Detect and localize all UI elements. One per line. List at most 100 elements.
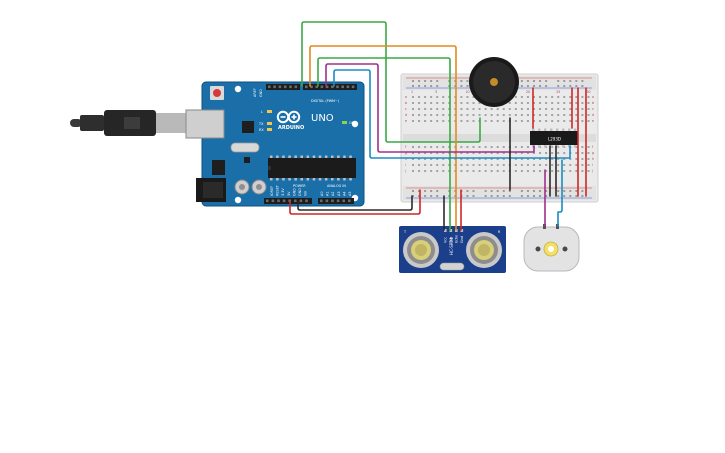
- power-pin-label: GND: [292, 188, 296, 196]
- header-hole: [341, 85, 344, 89]
- breadboard-hole: [424, 146, 427, 148]
- breadboard-hole: [520, 120, 523, 122]
- breadboard-row-letters: aabbccddeeffgghhiijj151015202530: [404, 90, 594, 173]
- breadboard-hole: [442, 152, 445, 154]
- breadboard-hole: [581, 96, 584, 98]
- column-number: 25: [556, 90, 560, 94]
- header-hole: [294, 85, 298, 89]
- ic-pin: [568, 128, 571, 131]
- breadboard-hole: [472, 120, 475, 122]
- breadboard-hole: [581, 114, 584, 116]
- rail-hole: [575, 80, 578, 82]
- chip-pins: [270, 155, 352, 181]
- rail-hole: [526, 195, 529, 197]
- header-hole: [342, 199, 345, 203]
- rail-hole: [460, 85, 463, 87]
- on-label: ON: [349, 121, 355, 125]
- breadboard-hole: [478, 146, 481, 148]
- breadboard-hole: [514, 164, 517, 166]
- breadboard-hole: [478, 170, 481, 172]
- rail-hole: [430, 85, 433, 87]
- rail-hole: [412, 190, 414, 192]
- chip-pin: [288, 178, 291, 181]
- breadboard-hole: [575, 158, 578, 160]
- rail-hole: [418, 195, 421, 197]
- rail-hole: [526, 190, 529, 192]
- breadboard-hole: [545, 164, 548, 166]
- breadboard-hole: [442, 120, 445, 122]
- breadboard-hole: [484, 170, 487, 172]
- header-hole: [278, 85, 282, 89]
- row-letter: a: [405, 95, 407, 99]
- breadboard-hole: [569, 170, 572, 172]
- row-letter: e: [592, 119, 594, 123]
- breadboard-hole: [442, 158, 445, 160]
- sensor-pin: [460, 229, 464, 232]
- breadboard-hole: [466, 114, 469, 116]
- breadboard-hole: [539, 96, 542, 98]
- breadboard-hole: [526, 164, 529, 166]
- chip-pin: [276, 155, 279, 158]
- breadboard-hole: [502, 170, 505, 172]
- breadboard-hole: [533, 170, 535, 172]
- breadboard-hole: [496, 146, 499, 148]
- rx-led: [267, 128, 272, 131]
- breadboard-hole: [514, 158, 517, 160]
- rail-hole: [466, 80, 469, 82]
- breadboard-hole: [526, 146, 529, 148]
- breadboard-hole: [545, 108, 548, 110]
- breadboard-hole: [526, 102, 529, 104]
- breadboard-hole: [442, 102, 445, 104]
- ic-pin: [550, 145, 553, 148]
- ic-pin: [574, 128, 577, 131]
- chip-pin: [312, 155, 316, 158]
- breadboard-hole: [563, 158, 566, 160]
- crystal: [230, 142, 260, 153]
- model-label: UNO: [311, 113, 334, 124]
- sensor-pin-label: Echo: [455, 235, 459, 243]
- brand-label: ARDUINO: [278, 125, 304, 131]
- tx-led: [267, 122, 272, 125]
- breadboard-hole: [539, 164, 542, 166]
- rail-hole: [496, 195, 499, 197]
- chip-pin: [318, 155, 322, 158]
- rail-hole: [466, 190, 469, 192]
- breadboard-hole: [412, 96, 414, 98]
- breadboard-hole: [533, 158, 535, 160]
- breadboard-hole: [472, 146, 475, 148]
- breadboard-hole: [587, 96, 590, 98]
- breadboard-hole: [466, 102, 469, 104]
- wire-blue-ic-in2: [333, 69, 571, 159]
- rail-hole: [418, 80, 421, 82]
- breadboard-hole: [587, 146, 590, 148]
- breadboard-hole: [587, 164, 590, 166]
- power-pin-label: RESET: [276, 184, 280, 196]
- breadboard-hole: [478, 152, 481, 154]
- breadboard-hole: [539, 114, 542, 116]
- header-hole: [271, 199, 275, 203]
- analog-header: [318, 198, 354, 204]
- breadboard-hole: [478, 102, 481, 104]
- mounting-hole: [351, 120, 359, 128]
- sensor-r-label: R: [498, 230, 501, 234]
- breadboard-hole: [551, 114, 554, 116]
- sensor-pin-label: Trig: [449, 237, 453, 244]
- breadboard-hole: [424, 96, 427, 98]
- breadboard-hole: [460, 146, 463, 148]
- breadboard-hole: [478, 108, 481, 110]
- breadboard-hole: [557, 108, 560, 110]
- breadboard-hole: [436, 146, 439, 148]
- breadboard-hole: [496, 108, 499, 110]
- breadboard-hole: [514, 108, 517, 110]
- breadboard-hole: [575, 120, 578, 122]
- breadboard-hole: [551, 96, 554, 98]
- chip-pin: [288, 155, 291, 158]
- analog-pin-label: A4: [342, 192, 346, 196]
- rail-hole: [430, 195, 433, 197]
- breadboard-hole: [551, 164, 554, 166]
- breadboard-hole: [424, 152, 427, 154]
- ic-pin: [538, 145, 541, 148]
- chip-pin: [282, 155, 285, 158]
